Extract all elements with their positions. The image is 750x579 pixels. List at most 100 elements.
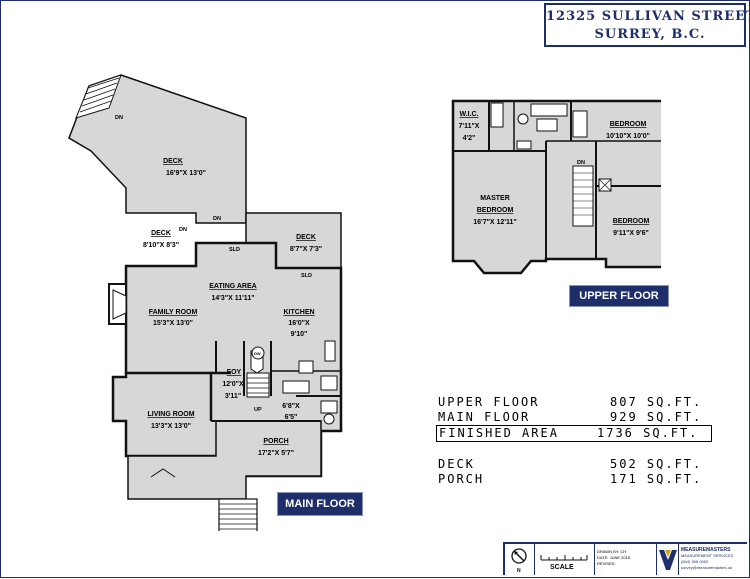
family-room-name: FAMILY ROOM — [149, 309, 198, 316]
dw-symbol — [251, 346, 265, 360]
deck-large-name: DECK — [163, 158, 183, 165]
area-row-finished: FINISHED AREA 1736 SQ.FT. — [436, 425, 712, 442]
label-dn-side: DN — [179, 227, 187, 233]
label-sld-2: SLD — [301, 273, 312, 279]
north-label: N — [517, 568, 521, 574]
upper-floor-area — [451, 99, 661, 275]
main-floor-plan: DECK 16'9"X 13'0" DECK 8'10"X 8'3" DECK … — [68, 74, 343, 531]
porch-dims: 17'2"X 5'7" — [258, 450, 294, 457]
upper-vanity — [530, 103, 568, 117]
address-line-2: SURREY, B.C. — [594, 27, 706, 42]
wic-dims-1: 7'11"X — [459, 123, 480, 130]
area-value: 171 SQ.FT. — [610, 472, 703, 486]
stair-foyer — [246, 372, 270, 398]
deck-left-name: DECK — [151, 230, 171, 237]
area-summary-table: UPPER FLOOR 807 SQ.FT. MAIN FLOOR 929 SQ… — [436, 395, 718, 487]
area-value: 502 SQ.FT. — [610, 457, 703, 471]
north-arrow-icon: N — [511, 548, 527, 574]
area-label: MAIN FLOOR — [438, 410, 531, 424]
label-sld-1: SLD — [229, 247, 240, 253]
company-name: MEASUREMASTERS — [681, 547, 731, 553]
footer-title-strip: N SCALE DRAWN BY: CH DATE: JUNE 2016 REV… — [503, 542, 747, 575]
label-dn-upper: DN — [577, 160, 585, 166]
label-dw: DW — [254, 351, 261, 356]
label-up-foyer: UP — [254, 407, 262, 413]
area-value: 1736 SQ.FT. — [597, 426, 699, 440]
area-row: PORCH 171 SQ.FT. — [438, 472, 718, 487]
scale-bar-icon — [540, 555, 588, 561]
main-floor-badge: MAIN FLOOR — [277, 492, 363, 516]
bedroom2-name: BEDROOM — [613, 218, 650, 225]
master-name-2: BEDROOM — [477, 207, 514, 214]
porch-name: PORCH — [263, 438, 288, 445]
drawing-date: DATE: JUNE 2016 — [597, 555, 631, 560]
deck-right-name: DECK — [296, 234, 316, 241]
address-line-1: 12325 SULLIVAN STREET, — [546, 9, 750, 24]
wic-dims-2: 4'2" — [463, 135, 476, 142]
label-dn-stair: DN — [115, 115, 123, 121]
company-phone: (604) 555-0000 — [681, 559, 709, 564]
deck-left-dims: 8'10"X 8'3" — [143, 242, 179, 249]
company-cell: MEASUREMASTERS MEASUREMENT SERVICES (604… — [679, 544, 747, 575]
upper-tub-2 — [572, 110, 588, 138]
stair-upper — [572, 165, 594, 227]
kitchen-counter — [282, 380, 310, 394]
company-logo-icon — [659, 550, 677, 570]
stair-porch — [218, 498, 258, 531]
eating-area-name: EATING AREA — [209, 283, 256, 290]
drawing-info-cell: DRAWN BY: CH DATE: JUNE 2016 REVISED: — [595, 544, 657, 575]
deck-right-dims: 8'7"X 7'3" — [290, 246, 322, 253]
upper-toilet-1 — [517, 113, 529, 125]
living-room-dims: 13'3"X 13'0" — [151, 423, 191, 430]
bedroom1-name: BEDROOM — [610, 121, 647, 128]
stair-top-left — [75, 74, 122, 119]
kitchen-dims-1: 16'0"X — [288, 320, 310, 327]
porch-area — [127, 420, 322, 500]
family-room-dims: 15'3"X 13'0" — [153, 320, 193, 327]
north-cell: N — [505, 544, 535, 575]
logo-cell — [657, 544, 679, 575]
fridge — [320, 375, 338, 391]
toilet-main — [323, 413, 335, 425]
wic-name: W.I.C. — [459, 111, 478, 118]
bedroom2-dims: 9'11"X 9'6" — [613, 230, 649, 237]
sink — [324, 340, 336, 362]
area-row: MAIN FLOOR 929 SQ.FT. — [438, 410, 718, 425]
master-name-1: MASTER — [480, 195, 510, 202]
revision: REVISED: — [597, 561, 616, 566]
washer — [320, 400, 338, 414]
upper-sink-1 — [516, 140, 532, 150]
area-label: PORCH — [438, 472, 485, 486]
upper-floor-plan: W.I.C. 7'11"X 4'2" BEDROOM 10'10"X 10'0"… — [451, 99, 661, 275]
upper-sink-2 — [536, 118, 558, 132]
foyer-name: FOY — [227, 369, 242, 376]
scale-cell: SCALE — [535, 544, 595, 575]
foyer-dims-1: 12'0"X — [222, 381, 244, 388]
area-label: FINISHED AREA — [439, 426, 559, 440]
laundry-dims-1: 6'8"X — [282, 403, 300, 410]
area-row: UPPER FLOOR 807 SQ.FT. — [438, 395, 718, 410]
area-row: DECK 502 SQ.FT. — [438, 457, 718, 472]
area-value: 929 SQ.FT. — [610, 410, 703, 424]
kitchen-name: KITCHEN — [283, 309, 314, 316]
stove — [298, 360, 314, 374]
drawn-by: DRAWN BY: CH — [597, 549, 627, 554]
area-label: UPPER FLOOR — [438, 395, 540, 409]
kitchen-dims-2: 9'10" — [291, 331, 308, 338]
scale-label: SCALE — [550, 564, 574, 571]
eating-area-dims: 14'3"X 11'11" — [211, 295, 254, 302]
laundry-dims-2: 6'5" — [285, 414, 298, 421]
deck-large-dims: 16'9"X 13'0" — [166, 170, 206, 177]
company-tag: MEASUREMENT SERVICES — [681, 553, 734, 558]
foyer-dims-2: 3'11" — [225, 393, 241, 400]
master-dims: 16'7"X 12'11" — [473, 219, 516, 226]
upper-floor-badge: UPPER FLOOR — [569, 285, 669, 307]
upper-tub — [490, 102, 504, 128]
company-email: survey@measuremasters.ca — [681, 565, 732, 570]
address-title-block: 12325 SULLIVAN STREET, SURREY, B.C. — [544, 3, 750, 47]
bedroom1-dims: 10'10"X 10'0" — [606, 133, 650, 140]
living-room-name: LIVING ROOM — [147, 411, 194, 418]
area-label: DECK — [438, 457, 475, 471]
area-value: 807 SQ.FT. — [610, 395, 703, 409]
